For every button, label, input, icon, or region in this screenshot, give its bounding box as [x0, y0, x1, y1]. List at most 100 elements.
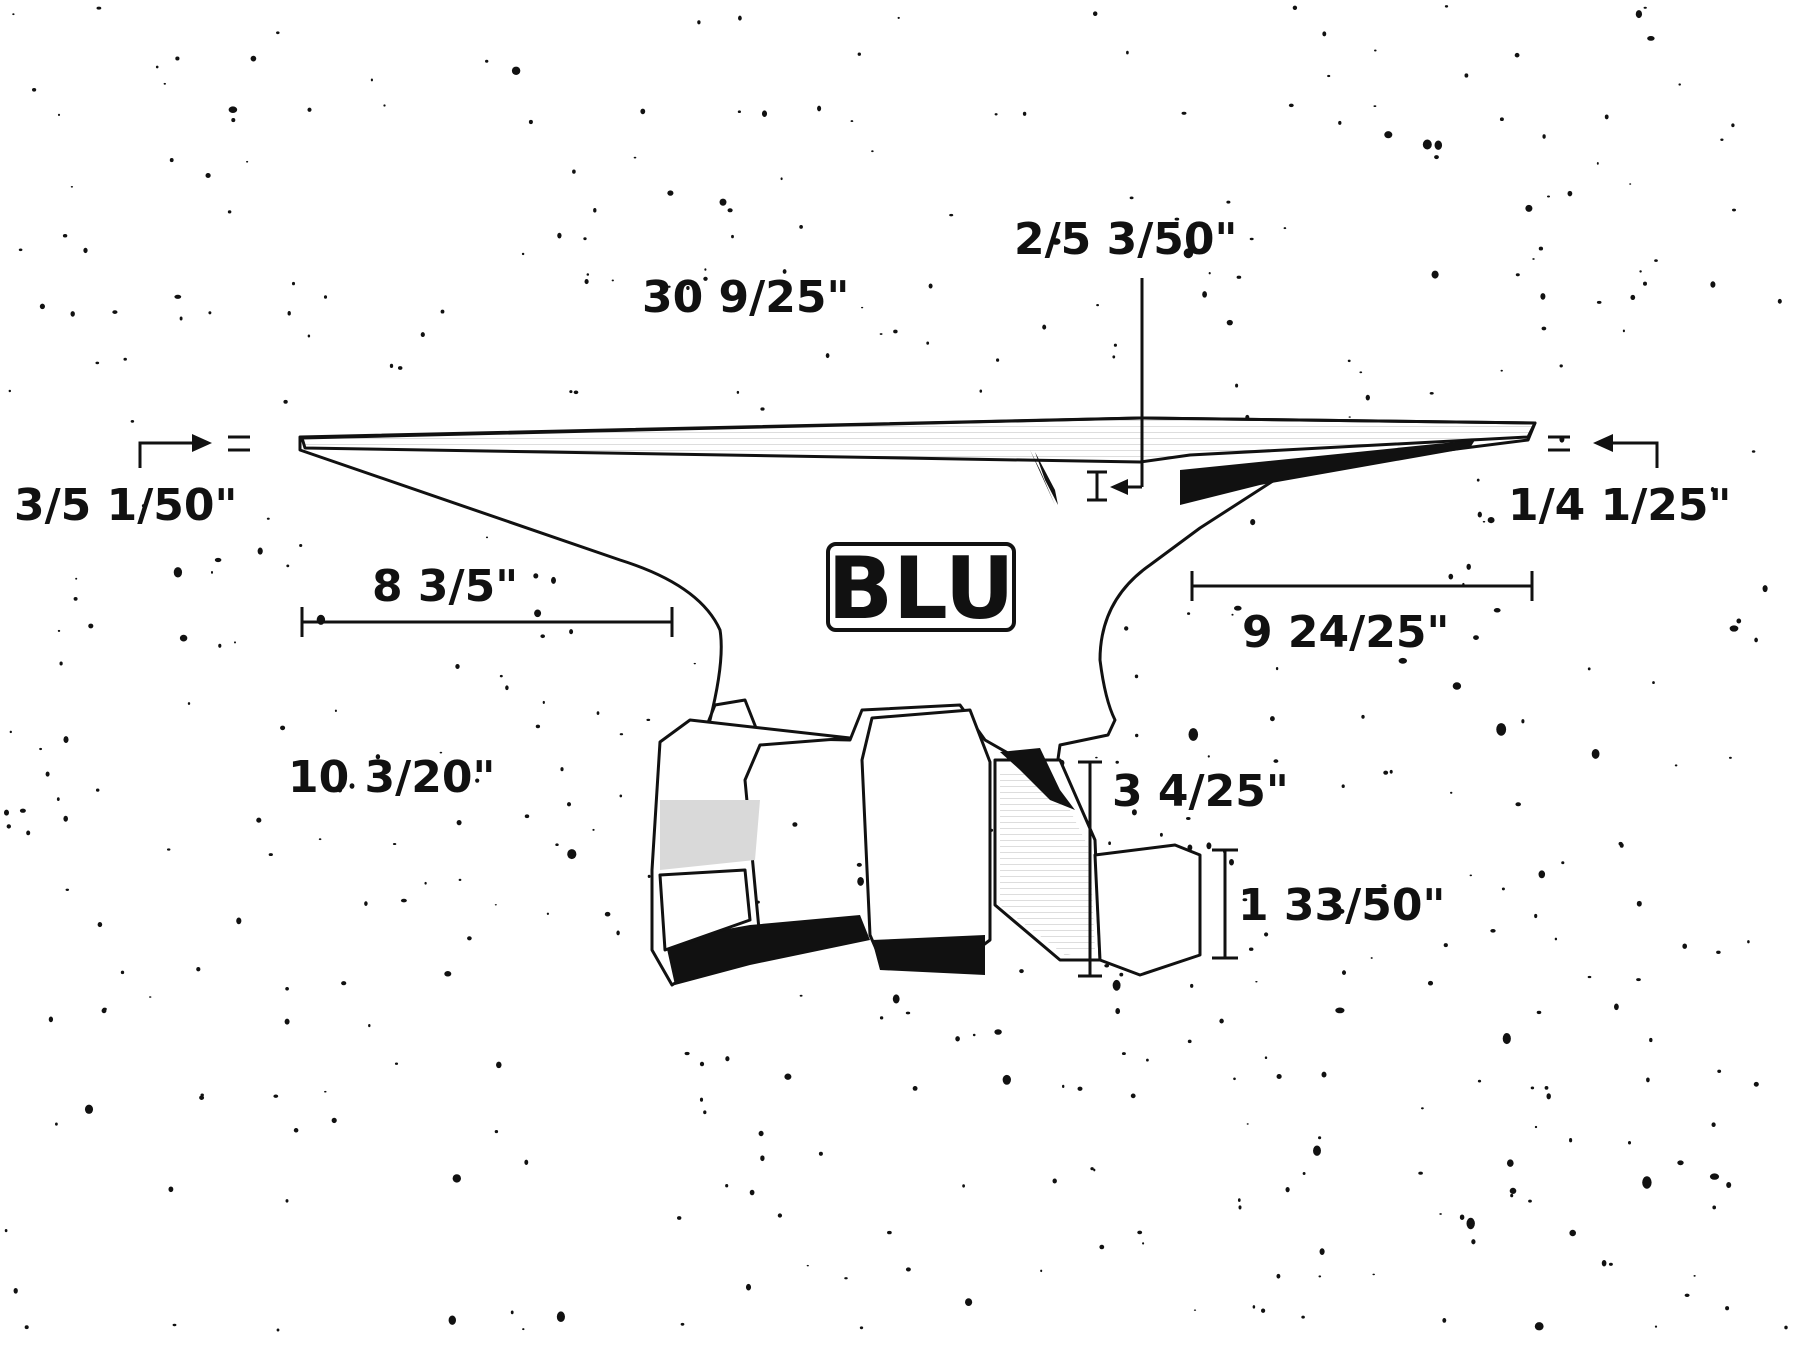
speckle [256, 817, 262, 823]
speckle [1348, 416, 1351, 418]
speckle [56, 797, 60, 801]
speckle [273, 1094, 279, 1098]
heel-tip-arrow [1593, 434, 1613, 452]
speckle [1728, 756, 1732, 759]
speckle [1206, 842, 1212, 850]
speckle [1283, 227, 1287, 230]
speckle [1654, 1325, 1658, 1328]
speckle [1095, 756, 1098, 759]
logo-text: BLU [827, 539, 1014, 639]
speckle [1052, 1178, 1057, 1184]
speckle [619, 733, 624, 736]
speckle [95, 788, 100, 792]
speckle [1146, 1058, 1149, 1062]
speckle [1275, 667, 1279, 671]
speckle [70, 311, 75, 317]
waist-height-label: 10 3/20" [288, 752, 495, 803]
speckle [370, 78, 373, 82]
waist-splatter [1000, 748, 1075, 810]
speckle [680, 1322, 685, 1326]
speckle [1019, 969, 1024, 974]
speckle [879, 333, 883, 335]
speckle [200, 1093, 204, 1097]
speckle [782, 269, 787, 274]
speckle [1040, 1269, 1043, 1273]
speckle [1762, 585, 1768, 593]
speckle [1193, 1309, 1197, 1311]
speckle [703, 276, 708, 281]
speckle [1226, 319, 1233, 326]
speckle [1753, 1081, 1759, 1087]
speckle [1370, 957, 1373, 959]
speckle [63, 815, 68, 822]
speckle [686, 285, 690, 291]
speckle [130, 420, 135, 423]
speckle [448, 1315, 456, 1325]
speckle [1361, 714, 1365, 719]
speckle [285, 987, 289, 991]
speckle [1559, 364, 1563, 368]
speckle [1448, 573, 1454, 580]
speckle [1477, 511, 1482, 518]
speckle [1490, 928, 1496, 933]
speckle [1229, 858, 1234, 866]
speckle [175, 56, 180, 61]
speckle [1731, 208, 1737, 212]
speckle [439, 751, 443, 754]
speckle [496, 1061, 502, 1069]
speckle [4, 809, 9, 816]
speckle [55, 1122, 58, 1126]
speckle [246, 160, 249, 163]
speckle [1736, 618, 1742, 624]
speckle [1636, 900, 1642, 907]
speckle [697, 20, 701, 25]
horn-tip-label: 3/5 1/50" [14, 480, 237, 531]
speckle [268, 853, 273, 857]
speckle [1542, 134, 1546, 139]
speckle [1104, 964, 1110, 968]
speckle [1534, 913, 1538, 919]
speckle [699, 1097, 704, 1102]
speckle [1459, 1214, 1465, 1220]
speckle [62, 233, 68, 238]
speckle [334, 709, 337, 713]
speckle [586, 273, 590, 276]
heel-tip-label: 1/4 1/25" [1508, 480, 1731, 531]
speckle [1121, 1052, 1126, 1056]
speckle [1439, 1213, 1442, 1215]
speckle [912, 1086, 918, 1091]
speckle [1709, 1173, 1720, 1180]
speckle [699, 1061, 705, 1067]
speckle [287, 311, 291, 316]
speckle [1444, 5, 1449, 8]
speckle [677, 1216, 682, 1220]
speckle [928, 283, 933, 289]
speckle [1587, 667, 1591, 671]
speckle [1208, 271, 1211, 275]
speckle [467, 936, 472, 941]
speckle [187, 702, 191, 705]
speckle [1476, 478, 1480, 482]
speckle [879, 1016, 884, 1020]
speckle [120, 970, 125, 975]
speckle [494, 1130, 499, 1134]
speckle [285, 1199, 289, 1203]
speckle [572, 169, 576, 174]
speckle [499, 674, 503, 678]
speckle [1684, 1293, 1690, 1297]
speckle [1188, 728, 1199, 741]
speckle [737, 110, 741, 114]
speckle [1674, 764, 1678, 767]
speckle [173, 567, 183, 578]
speckle [1276, 1073, 1282, 1080]
speckle [1546, 195, 1551, 198]
speckle [1434, 155, 1439, 160]
speckle [1544, 1086, 1549, 1090]
speckle [293, 1128, 299, 1133]
speckle [749, 1189, 755, 1196]
speckle [1540, 293, 1546, 300]
speckle [857, 52, 861, 56]
speckle [26, 830, 31, 836]
speckle [994, 113, 998, 116]
speckle [208, 311, 212, 315]
